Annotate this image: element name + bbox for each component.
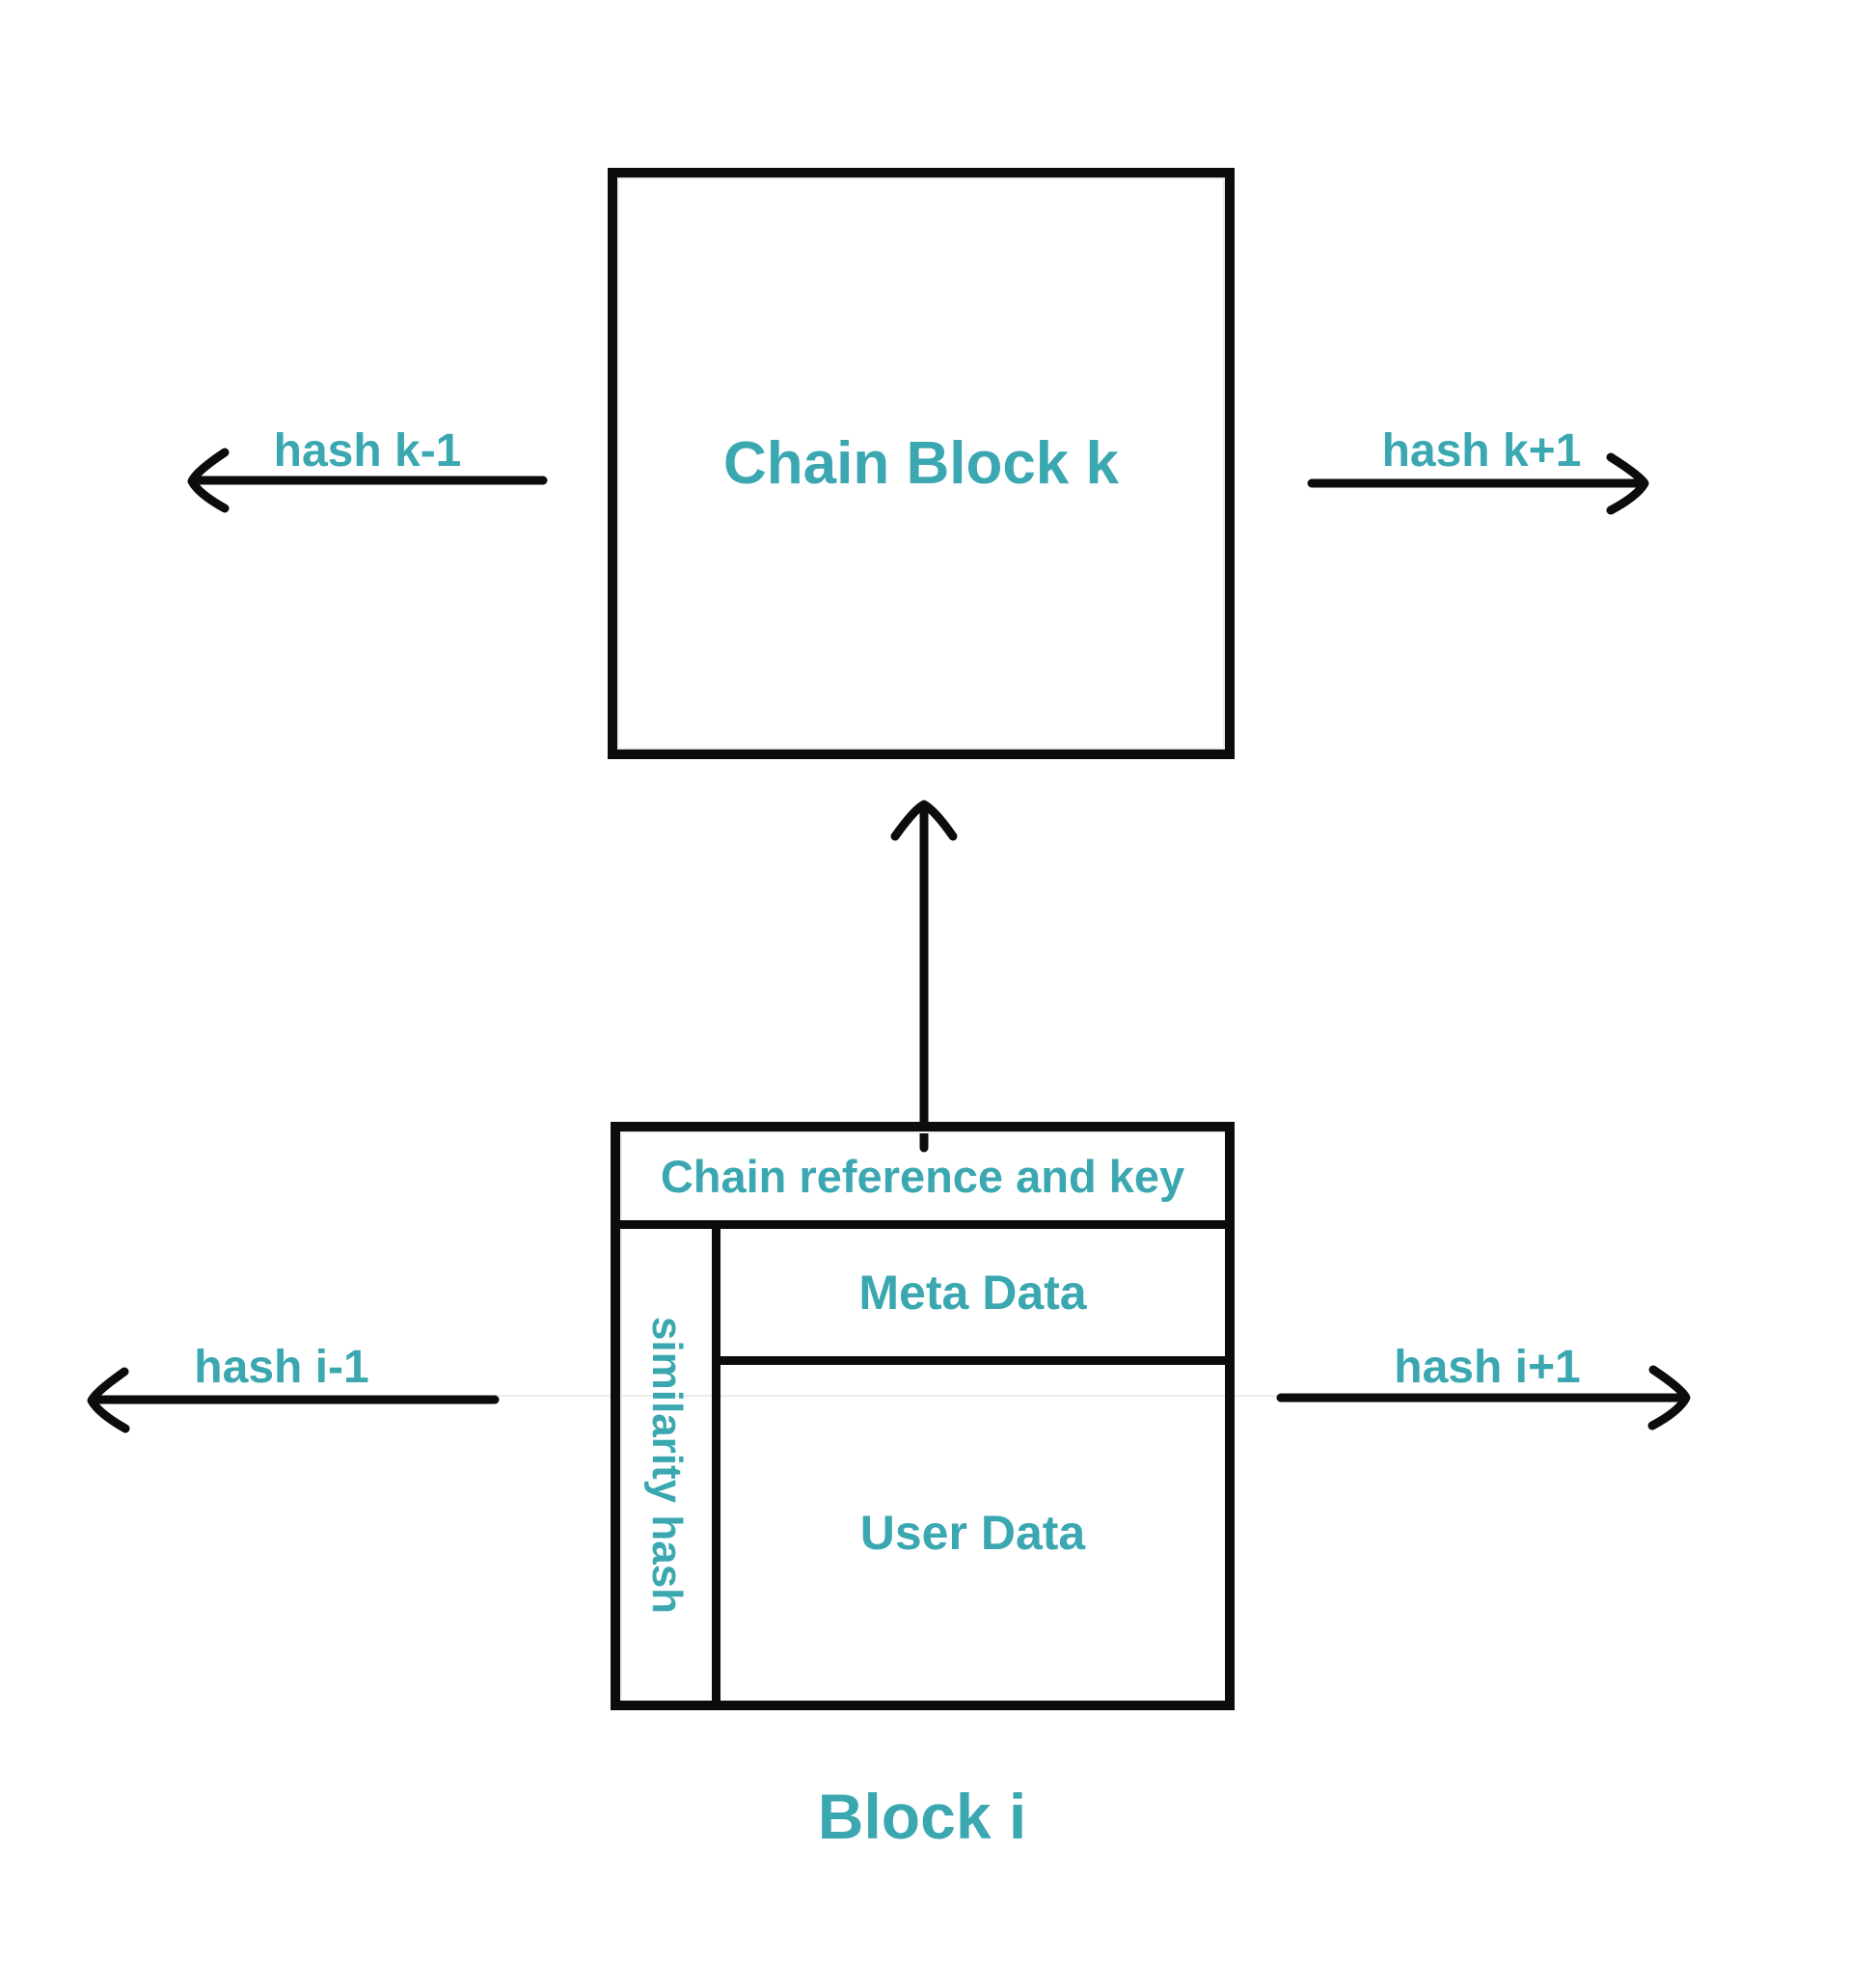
hash-k-minus-label: hash k-1 (273, 425, 462, 477)
arrow-up-icon (890, 800, 958, 1153)
meta-data-cell: Meta Data (720, 1229, 1225, 1365)
block-i-caption: Block i (817, 1781, 1027, 1852)
meta-data-label: Meta Data (858, 1266, 1087, 1320)
block-i-body: similarity hash Meta Data User Data (620, 1229, 1225, 1701)
hash-i-plus-label: hash i+1 (1394, 1342, 1581, 1393)
user-data-label: User Data (859, 1506, 1086, 1560)
chain-block-k-label: Chain Block k (723, 430, 1119, 497)
hash-i-minus-label: hash i-1 (194, 1342, 369, 1393)
similarity-hash-label: similarity hash (642, 1316, 691, 1614)
user-data-cell: User Data (720, 1365, 1225, 1701)
chain-block-k-box: Chain Block k (608, 168, 1235, 759)
hash-k-plus-label: hash k+1 (1381, 425, 1582, 477)
block-i-data-column: Meta Data User Data (720, 1229, 1225, 1701)
chain-reference-and-key-cell: Chain reference and key (620, 1131, 1225, 1229)
faint-connector-line (495, 1395, 1281, 1397)
chain-reference-and-key-label: Chain reference and key (660, 1150, 1185, 1202)
similarity-hash-cell: similarity hash (620, 1229, 720, 1701)
block-i-box: Chain reference and key similarity hash … (611, 1122, 1235, 1710)
